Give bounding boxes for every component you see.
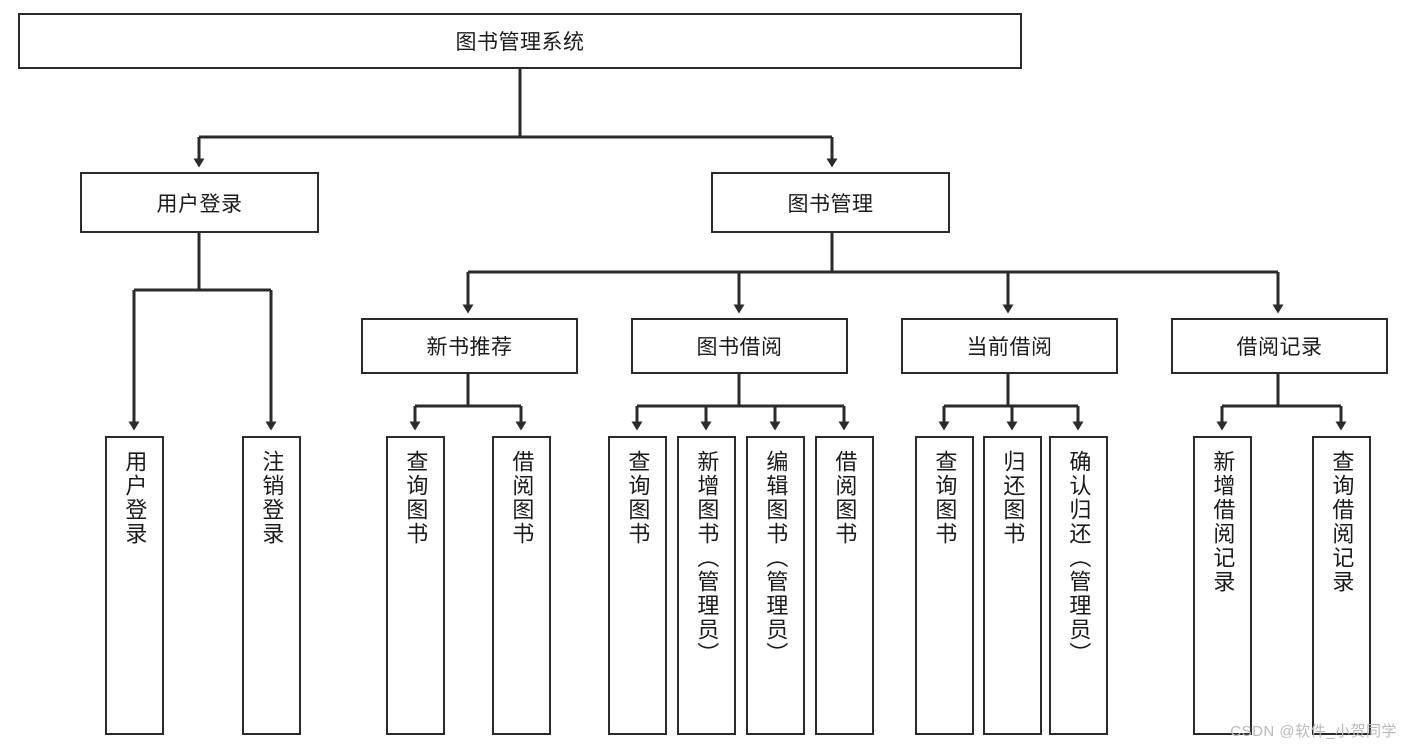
- node-label: 注销登录: [259, 450, 285, 546]
- node-label: 用户登录: [122, 450, 148, 546]
- node-book-borrow[interactable]: 图书借阅: [631, 318, 848, 374]
- leaf-user-login[interactable]: 用户登录: [105, 436, 164, 735]
- node-label: 新增图书（管理员）: [694, 450, 720, 666]
- leaf-current-query-book[interactable]: 查询图书: [915, 436, 974, 735]
- leaf-borrow-edit-book-admin[interactable]: 编辑图书（管理员）: [746, 436, 805, 735]
- leaf-record-query-record[interactable]: 查询借阅记录: [1312, 436, 1371, 735]
- node-label: 当前借阅: [966, 336, 1053, 359]
- watermark-text: CSDN @软件_小贺同学: [1230, 723, 1397, 740]
- node-label: 借阅图书: [832, 450, 858, 546]
- node-label: 确认归还（管理员）: [1066, 450, 1092, 666]
- leaf-borrow-lend-book[interactable]: 借阅图书: [815, 436, 874, 735]
- leaf-borrow-add-book-admin[interactable]: 新增图书（管理员）: [677, 436, 736, 735]
- leaf-newbook-query-book[interactable]: 查询图书: [386, 436, 445, 735]
- node-label: 新书推荐: [426, 336, 513, 359]
- node-label: 查询图书: [403, 450, 429, 546]
- node-label: 图书管理: [787, 192, 874, 216]
- leaf-newbook-borrow-book[interactable]: 借阅图书: [492, 436, 551, 735]
- node-label: 用户登录: [156, 192, 243, 216]
- leaf-user-logout[interactable]: 注销登录: [242, 436, 301, 735]
- leaf-current-confirm-return-admin[interactable]: 确认归还（管理员）: [1049, 436, 1108, 735]
- leaf-borrow-query-book[interactable]: 查询图书: [608, 436, 667, 735]
- node-label: 查询借阅记录: [1329, 450, 1355, 594]
- node-root-system[interactable]: 图书管理系统: [18, 13, 1022, 69]
- node-label: 查询图书: [932, 450, 958, 546]
- leaf-record-add-record[interactable]: 新增借阅记录: [1193, 436, 1252, 735]
- node-label: 编辑图书（管理员）: [763, 450, 789, 666]
- node-label: 借阅图书: [509, 450, 535, 546]
- node-user-login[interactable]: 用户登录: [80, 172, 319, 233]
- node-label: 图书管理系统: [455, 31, 585, 54]
- node-book-management[interactable]: 图书管理: [711, 172, 950, 233]
- node-borrow-record[interactable]: 借阅记录: [1171, 318, 1388, 374]
- node-current-borrow[interactable]: 当前借阅: [901, 318, 1118, 374]
- node-new-book-recommend[interactable]: 新书推荐: [361, 318, 578, 374]
- node-label: 新增借阅记录: [1210, 450, 1236, 594]
- node-label: 借阅记录: [1236, 336, 1323, 359]
- node-label: 查询图书: [625, 450, 651, 546]
- node-label: 归还图书: [1000, 450, 1026, 546]
- node-label: 图书借阅: [696, 336, 783, 359]
- leaf-current-return-book[interactable]: 归还图书: [983, 436, 1042, 735]
